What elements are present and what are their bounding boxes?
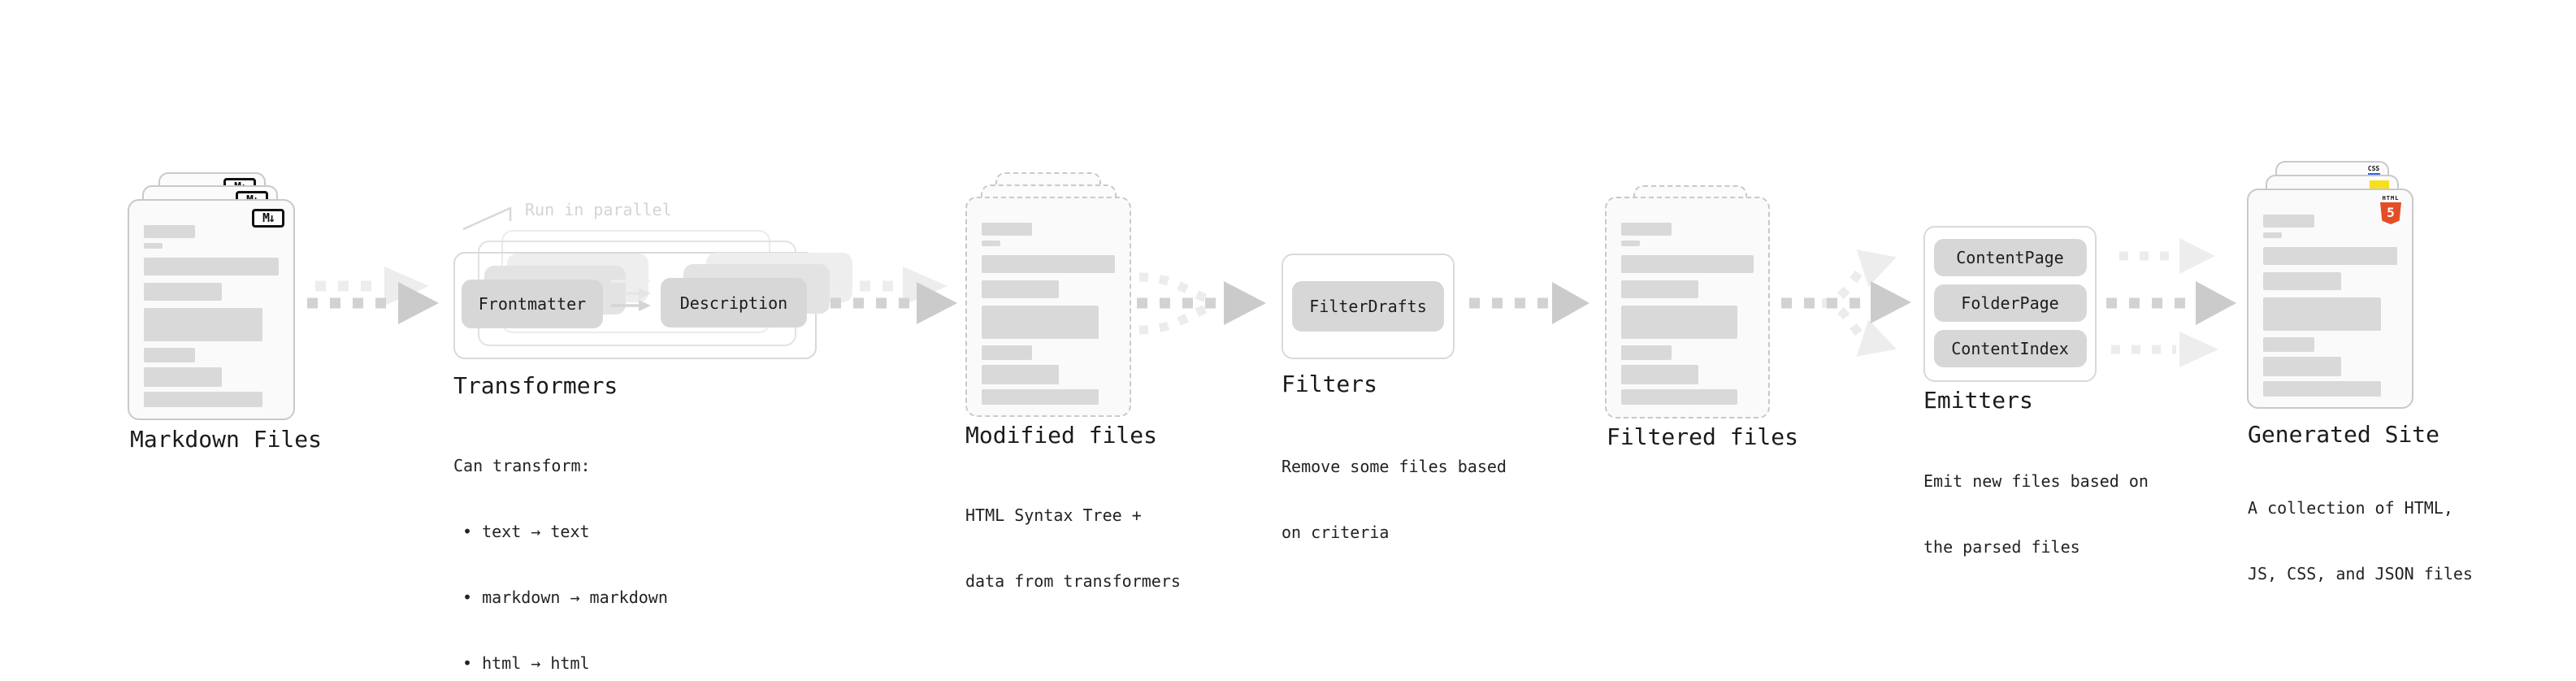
- generated-site-label: Generated Site: [2248, 421, 2440, 448]
- desc-line: JS, CSS, and JSON files: [2248, 564, 2473, 583]
- html5-icon-shield: 5: [2380, 202, 2401, 224]
- markdown-icon: M↓: [252, 209, 284, 228]
- emitters-label: Emitters: [1923, 387, 2033, 414]
- skeleton-line: [1621, 365, 1698, 384]
- modified-files-desc: HTML Syntax Tree + data from transformer…: [965, 461, 1181, 636]
- skeleton-line: [1621, 306, 1738, 339]
- skeleton-line: [144, 348, 196, 362]
- frontmatter-pill: Frontmatter: [462, 280, 603, 328]
- skeleton-line: [1621, 241, 1640, 246]
- arrow-filtered-to-emitters: [1781, 249, 1911, 357]
- filters-label: Filters: [1281, 371, 1378, 397]
- skeleton-line: [982, 241, 1000, 246]
- skeleton-line: [144, 225, 196, 238]
- desc-line: on criteria: [1281, 523, 1390, 542]
- callout-line: [462, 206, 512, 231]
- transformers-desc: Can transform: • text → text • markdown …: [453, 411, 668, 681]
- desc-line: Remove some files based: [1281, 457, 1507, 476]
- emitters-desc: Emit new files based on the parsed files: [1923, 427, 2149, 602]
- skeleton-line: [2263, 272, 2341, 290]
- arrow-emitters-to-generated: [2106, 238, 2236, 367]
- run-in-parallel-callout: Run in parallel: [525, 200, 672, 219]
- skeleton-line: [2263, 232, 2283, 238]
- skeleton-line: [1621, 223, 1672, 236]
- filtered-files-label: Filtered files: [1607, 423, 1799, 450]
- skeleton-line: [982, 280, 1060, 298]
- html5-icon-label: HTML: [2382, 195, 2400, 202]
- arrow-filters-to-filtered: [1469, 282, 1589, 324]
- skeleton-line: [2263, 297, 2382, 331]
- modified-file-front: [965, 197, 1131, 417]
- skeleton-line: [2263, 215, 2314, 228]
- javascript-icon: [2370, 180, 2389, 191]
- desc-line: the parsed files: [1923, 537, 2080, 557]
- markdown-file-front: M↓: [128, 199, 295, 420]
- filtered-file-front: [1605, 197, 1770, 419]
- filterdrafts-pill: FilterDrafts: [1292, 281, 1444, 332]
- arrow-markdown-to-transformers: [307, 267, 439, 324]
- transformers-label: Transformers: [453, 372, 618, 399]
- skeleton-line: [1621, 255, 1754, 273]
- css-icon-label: CSS: [2367, 165, 2380, 172]
- skeleton-line: [982, 223, 1033, 236]
- skeleton-line: [2263, 357, 2341, 376]
- skeleton-line: [1621, 280, 1698, 298]
- description-pill: Description: [661, 278, 807, 327]
- desc-line: data from transformers: [965, 571, 1181, 591]
- skeleton-line: [144, 258, 279, 275]
- contentindex-pill: ContentIndex: [1933, 330, 2087, 367]
- skeleton-line: [982, 255, 1115, 273]
- desc-line: HTML Syntax Tree +: [965, 505, 1142, 525]
- document-skeleton: [144, 225, 279, 407]
- skeleton-line: [144, 243, 163, 249]
- skeleton-line: [982, 389, 1099, 405]
- skeleton-line: [144, 367, 223, 387]
- folderpage-pill: FolderPage: [1933, 284, 2087, 322]
- skeleton-line: [1621, 389, 1738, 405]
- skeleton-line: [1621, 345, 1672, 360]
- document-skeleton: [982, 223, 1115, 405]
- skeleton-line: [982, 365, 1060, 384]
- skeleton-line: [144, 392, 263, 407]
- skeleton-line: [2263, 381, 2382, 397]
- arrow-modified-to-filters: [1137, 272, 1266, 335]
- skeleton-line: [982, 306, 1099, 339]
- desc-bullet: • markdown → markdown: [462, 588, 668, 607]
- desc-bullet: • text → text: [462, 522, 590, 541]
- desc-line: Emit new files based on: [1923, 471, 2149, 491]
- desc-line: A collection of HTML,: [2248, 498, 2453, 518]
- skeleton-line: [982, 345, 1033, 360]
- skeleton-line: [144, 308, 263, 341]
- filters-box: FilterDrafts: [1281, 254, 1455, 359]
- document-skeleton: [1621, 223, 1754, 405]
- generated-site-desc: A collection of HTML, JS, CSS, and JSON …: [2248, 453, 2473, 629]
- modified-files-label: Modified files: [965, 422, 1158, 449]
- skeleton-line: [144, 283, 223, 301]
- desc-bullet: • html → html: [462, 653, 590, 673]
- document-skeleton: [2263, 215, 2397, 397]
- filters-desc: Remove some files based on criteria: [1281, 412, 1507, 588]
- skeleton-line: [2263, 337, 2314, 352]
- desc-line: Can transform:: [453, 456, 591, 475]
- html5-icon: HTML 5: [2379, 195, 2402, 224]
- contentpage-pill: ContentPage: [1933, 239, 2087, 276]
- markdown-files-label: Markdown Files: [130, 426, 323, 453]
- emitters-box: ContentPage FolderPage ContentIndex: [1923, 226, 2097, 382]
- skeleton-line: [2263, 247, 2397, 265]
- generated-file-html: HTML 5: [2247, 189, 2413, 409]
